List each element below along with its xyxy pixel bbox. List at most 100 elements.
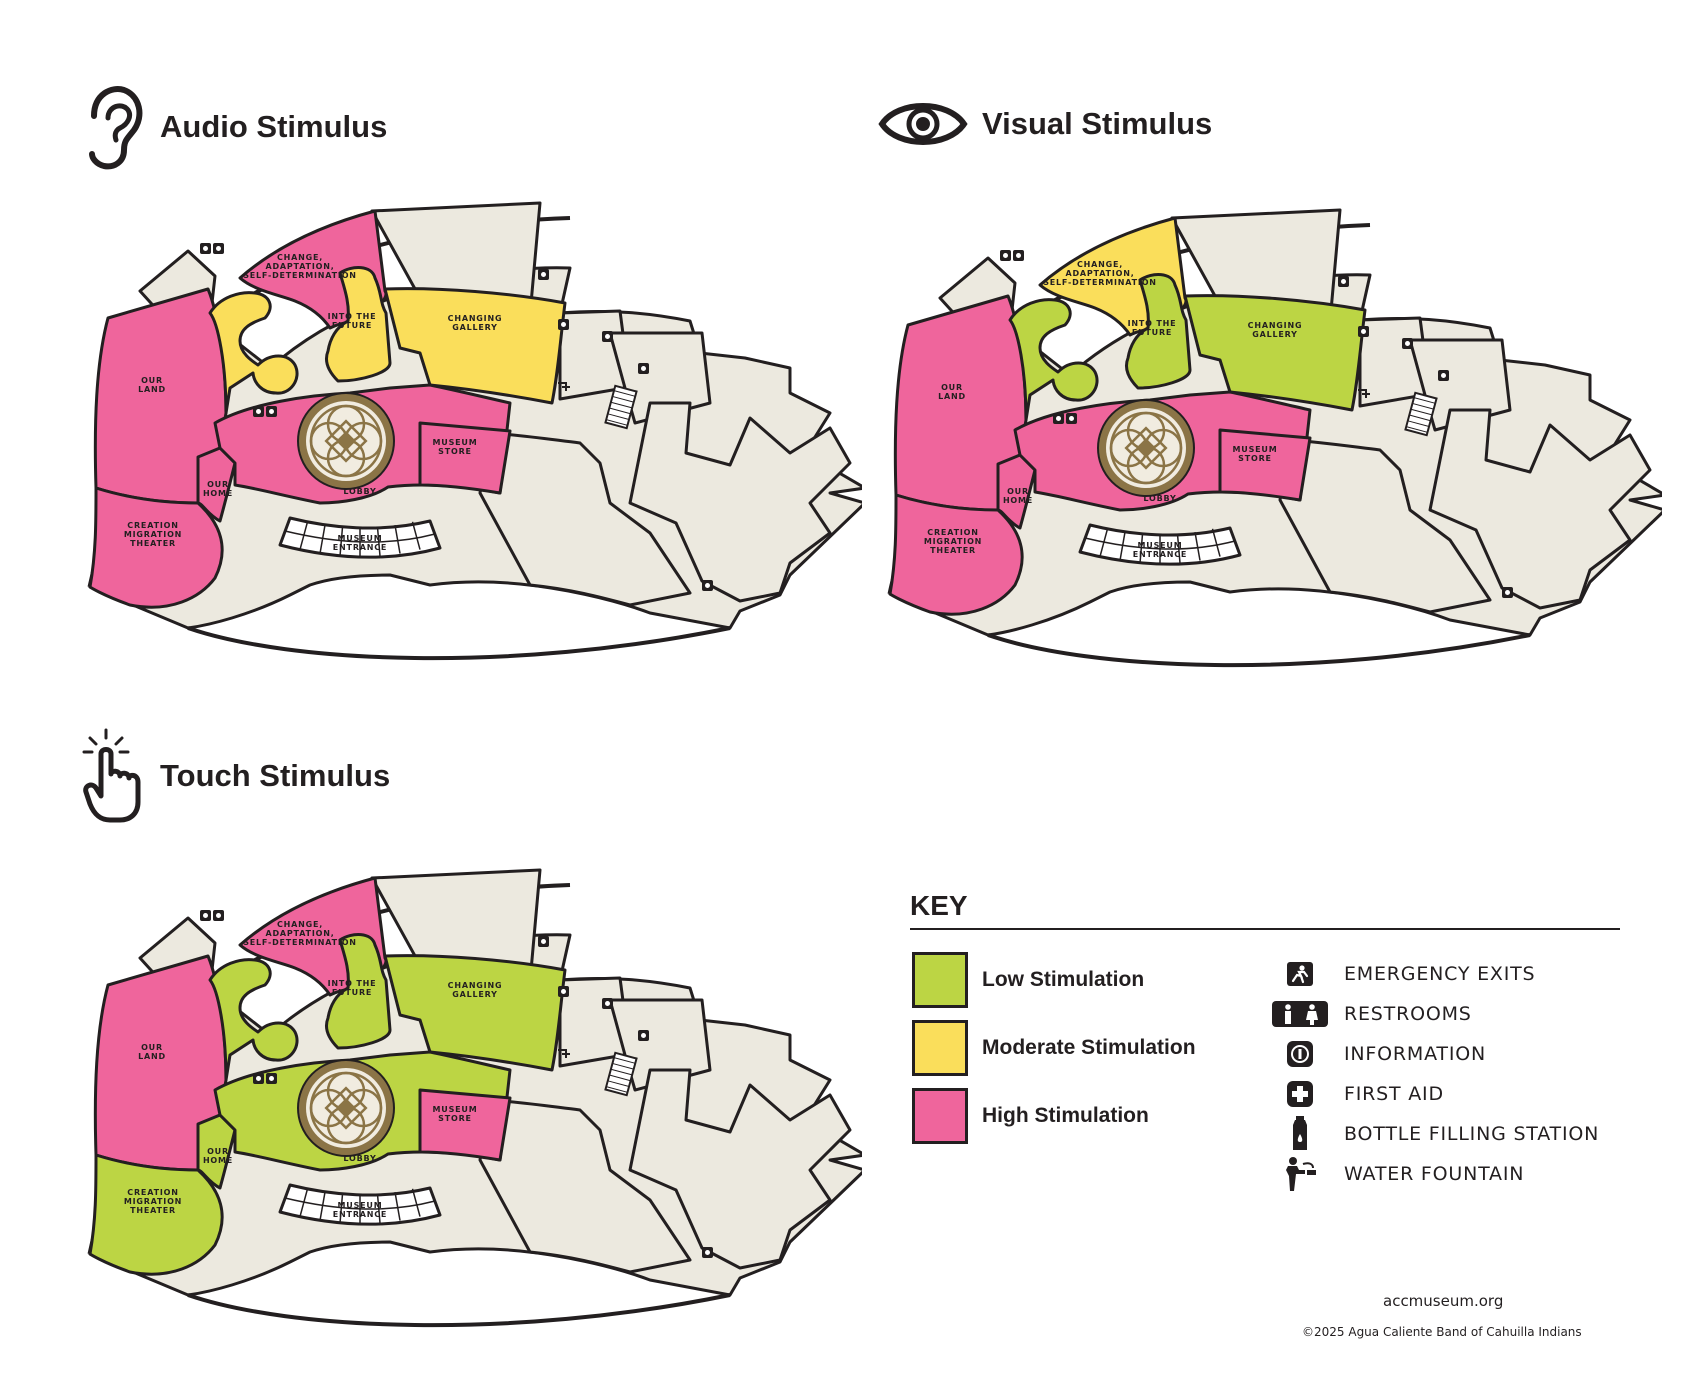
emergency-exit-icon	[702, 1247, 713, 1258]
first-aid-icon	[1066, 413, 1077, 424]
floor-plan: CHANGE,ADAPTATION,SELF-DETERMINATIONINTO…	[87, 868, 862, 1328]
emergency-exit-icon	[1502, 587, 1513, 598]
changing-gallery-zone	[383, 954, 567, 1072]
into-the-future-zone	[324, 933, 392, 1050]
museum-store-zone	[1218, 428, 1312, 502]
first-aid-icon	[213, 910, 224, 921]
restroom-icon	[602, 998, 613, 1009]
ear-icon	[89, 86, 143, 170]
floor-plan: CHANGE,ADAPTATION,SELF-DETERMINATIONINTO…	[87, 201, 862, 661]
amenity-bottle: BOTTLE FILLING STATION	[1270, 1116, 1600, 1150]
high-swatch	[912, 1088, 968, 1144]
unused-room	[478, 1098, 692, 1274]
key-high: High Stimulation	[912, 1088, 1149, 1144]
water-fountain-icon	[1358, 389, 1370, 398]
changing-gallery-zone	[383, 287, 567, 405]
information-icon	[253, 406, 264, 417]
key-moderate: Moderate Stimulation	[912, 1020, 1196, 1076]
connector-zone	[1008, 298, 1099, 422]
audio-title: Audio Stimulus	[82, 82, 387, 172]
lobby-label: LOBBY	[1143, 494, 1176, 503]
stairs	[604, 1051, 638, 1097]
moderate-label: Moderate Stimulation	[982, 1036, 1196, 1059]
emergency-exit-icon	[702, 580, 713, 591]
visual-title: Visual Stimulus	[878, 96, 1212, 152]
visual-map: CHANGE,ADAPTATION,SELF-DETERMINATION INTO…	[882, 202, 1662, 702]
restroom-icon	[1358, 326, 1369, 337]
emergency-exit-icon	[638, 363, 649, 374]
low-swatch	[912, 952, 968, 1008]
museum-store-zone	[418, 421, 512, 495]
emergency-exit-icon	[1287, 962, 1313, 986]
restroom-icon	[602, 331, 613, 342]
unused-room	[1278, 438, 1492, 614]
lobby-medallion	[297, 392, 395, 490]
information-icon	[1287, 1041, 1313, 1067]
our-home-zone	[196, 446, 237, 523]
changing-gallery-zone	[1183, 294, 1367, 412]
emergency-exit-icon	[538, 936, 549, 947]
emergency-exit-icon	[1438, 370, 1449, 381]
moderate-swatch	[912, 1020, 968, 1076]
amenity-information: INFORMATION	[1270, 1038, 1486, 1070]
map-title: Visual Stimulus	[982, 106, 1213, 141]
amenity-label: FIRST AID	[1344, 1083, 1444, 1105]
emergency-exit-icon	[200, 910, 211, 921]
amenity-restrooms: RESTROOMS	[1270, 998, 1472, 1030]
key-low: Low Stimulation	[912, 952, 1144, 1008]
key-divider	[910, 928, 1620, 930]
first-aid-icon	[1013, 250, 1024, 261]
our-home-zone	[996, 453, 1037, 530]
outer-arc-bottom	[187, 626, 731, 661]
map-title: Touch Stimulus	[160, 758, 391, 793]
bottle-filling-icon	[1293, 1116, 1307, 1150]
our-home-zone	[196, 1113, 237, 1190]
low-label: Low Stimulation	[982, 968, 1145, 991]
amenity-label: EMERGENCY EXITS	[1344, 963, 1536, 985]
restroom-icon	[1272, 1001, 1328, 1027]
first-aid-icon	[1287, 1081, 1313, 1107]
amenity-label: RESTROOMS	[1344, 1003, 1472, 1025]
amenity-label: INFORMATION	[1344, 1043, 1486, 1065]
outer-arc-bottom	[987, 633, 1531, 668]
website: accmuseum.org	[1383, 1292, 1504, 1310]
map-title: Audio Stimulus	[160, 109, 388, 144]
unused-room	[1428, 408, 1652, 610]
amenity-label: BOTTLE FILLING STATION	[1344, 1123, 1600, 1145]
high-label: High Stimulation	[982, 1104, 1149, 1127]
change-label: CHANGE,ADAPTATION,SELF-DETERMINATION	[1043, 260, 1157, 287]
first-aid-icon	[266, 1073, 277, 1084]
unused-room	[478, 431, 692, 607]
copyright: ©2025 Agua Caliente Band of Cahuilla Ind…	[1302, 1325, 1582, 1339]
lobby-medallion	[1097, 399, 1195, 497]
into-the-future-zone	[1124, 273, 1192, 390]
lobby-label: LOBBY	[343, 1154, 376, 1163]
touch-hand-icon	[82, 728, 141, 823]
floor-plan: CHANGE,ADAPTATION,SELF-DETERMINATION INTO…	[887, 208, 1662, 668]
emergency-exit-icon	[538, 269, 549, 280]
lobby-label: LOBBY	[343, 487, 376, 496]
amenity-first-aid: FIRST AID	[1270, 1078, 1444, 1110]
creation-theater-zone	[888, 493, 1024, 616]
information-icon	[1053, 413, 1064, 424]
water-fountain-icon	[1286, 1157, 1316, 1191]
restroom-icon	[558, 319, 569, 330]
